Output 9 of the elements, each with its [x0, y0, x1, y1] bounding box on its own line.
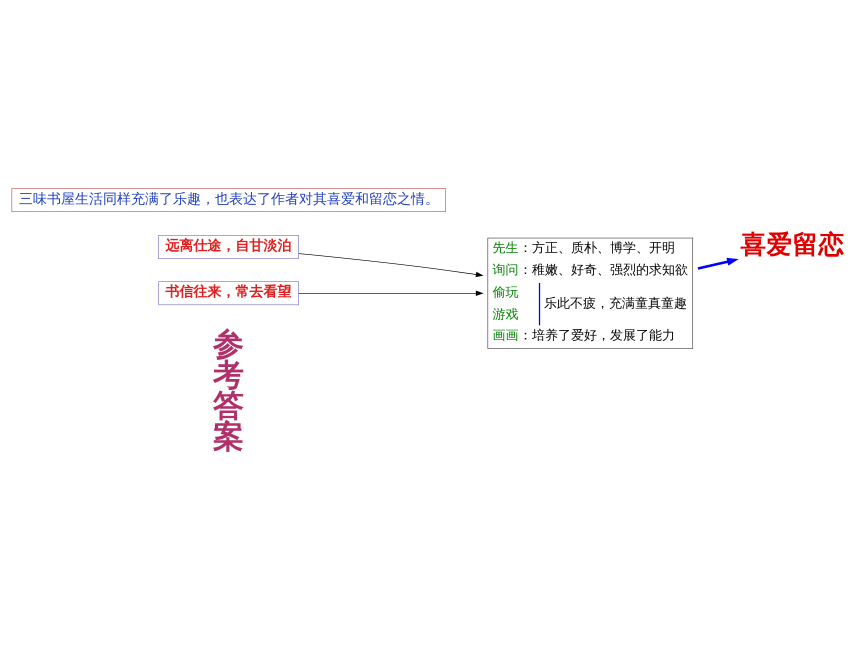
label: 参考答案 [212, 326, 244, 456]
arrow [298, 253, 484, 278]
node-box: 远离仕途，自甘淡泊 [158, 235, 299, 259]
node-box: 书信往来，常去看望 [158, 281, 299, 306]
node-box: 先生：方正、质朴、博学、开明 询问：稚嫩、好奇、强烈的求知欲 偷玩 乐此不疲，充满童真童趣 游戏 画画：培养了爱好，发展了能力 [488, 238, 694, 349]
arrow [298, 290, 484, 296]
node-text: 喜爱留恋 [740, 230, 844, 260]
node-box: 三味书屋生活同样充满了乐趣，也表达了作者对其喜爱和留恋之情。 [12, 188, 446, 212]
arrow [698, 258, 739, 270]
